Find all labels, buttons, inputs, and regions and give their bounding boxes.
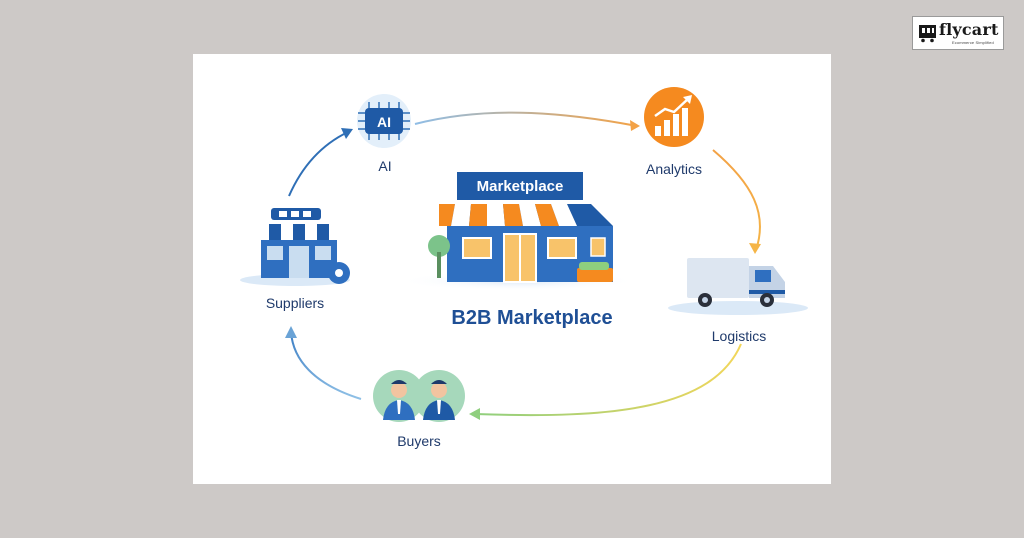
arrow-ai-to-analytics	[414, 111, 638, 127]
node-label-ai: AI	[378, 158, 392, 174]
buyers-people-icon	[373, 370, 465, 422]
diagram-title: B2B Marketplace	[451, 307, 613, 329]
delivery-truck-icon	[668, 258, 808, 315]
marketplace-sign: Marketplace	[457, 172, 583, 200]
node-label-buyers: Buyers	[397, 433, 441, 449]
arrowhead-analytics	[630, 120, 640, 131]
arrow-buyers-to-suppliers	[290, 331, 362, 400]
diagram-card: AI	[193, 54, 831, 484]
arrow-analytics-to-logistics	[712, 149, 761, 251]
ai-chip-icon: AI	[357, 94, 411, 148]
cart-logo-icon	[919, 25, 936, 43]
arrow-suppliers-to-ai	[288, 131, 349, 197]
logo-tagline: Ecommerce Simplified	[952, 40, 994, 45]
flycart-logo: flycart Ecommerce Simplified	[912, 16, 1004, 50]
arrowhead-suppliers	[285, 326, 297, 338]
ai-chip-text: AI	[377, 114, 391, 130]
marketplace-store-icon	[398, 204, 638, 291]
arrowhead-ai	[341, 128, 353, 139]
node-label-analytics: Analytics	[645, 161, 703, 177]
flow-diagram: AI	[240, 87, 808, 422]
arrow-logistics-to-buyers	[474, 343, 742, 417]
arrowhead-logistics	[749, 243, 761, 254]
arrowhead-buyers	[469, 408, 480, 420]
logo-wordmark: flycart	[939, 20, 999, 39]
suppliers-store-icon	[240, 208, 350, 286]
analytics-chart-icon	[644, 87, 704, 147]
node-label-suppliers: Suppliers	[265, 295, 325, 311]
node-label-logistics: Logistics	[711, 328, 767, 344]
